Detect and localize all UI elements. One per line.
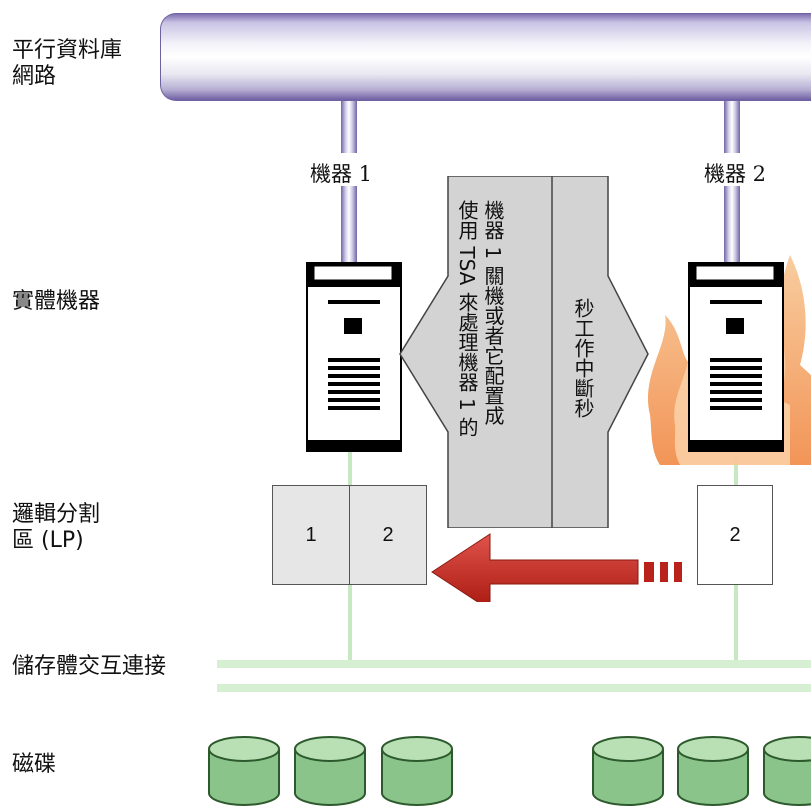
disk-icon [208,736,280,806]
partition-migration-arrow [431,533,682,602]
storage-interconnect-line-top [217,660,811,668]
failover-callout-arrow [399,176,649,528]
partition-label: 2 [382,523,394,546]
label-logical-partitions: 邏輯分割 區 (LP) [12,502,101,553]
database-network-pipe [160,13,811,101]
label-storage-interconnect: 儲存體交互連接 [12,654,167,679]
machine1-network-cable [341,101,357,153]
partition-label: 2 [729,523,741,546]
machine2-label: 機器 2 [704,162,767,186]
machine1-partition-1: 1 [272,485,350,585]
partition-label: 1 [305,523,317,546]
callout-text-main: 機器 1 關機或者它配置成 使用 TSA 來處理機器 1 的 [455,200,505,438]
disk-icon [294,736,366,806]
label-physical-machines: 實體機器 [12,289,101,314]
machine2-partition-2: 2 [697,485,773,585]
machine1-label: 機器 1 [310,162,373,186]
machine2-network-cable-lower [724,186,740,262]
machine2-network-cable [724,101,740,153]
machine1-server-icon [306,262,402,452]
disk-icon [592,736,664,806]
machine1-network-cable-lower [341,186,357,262]
machine1-partition-2: 2 [349,485,427,585]
callout-text-outage: 秒工作中斷秒 [571,298,595,418]
label-network: 平行資料庫 網路 [12,38,123,89]
label-disks: 磁碟 [12,752,57,777]
storage-interconnect-line-bottom [217,684,811,692]
disk-icon [763,736,811,806]
machine2-server-icon [688,262,784,452]
disk-icon [381,736,453,806]
disk-icon [677,736,749,806]
